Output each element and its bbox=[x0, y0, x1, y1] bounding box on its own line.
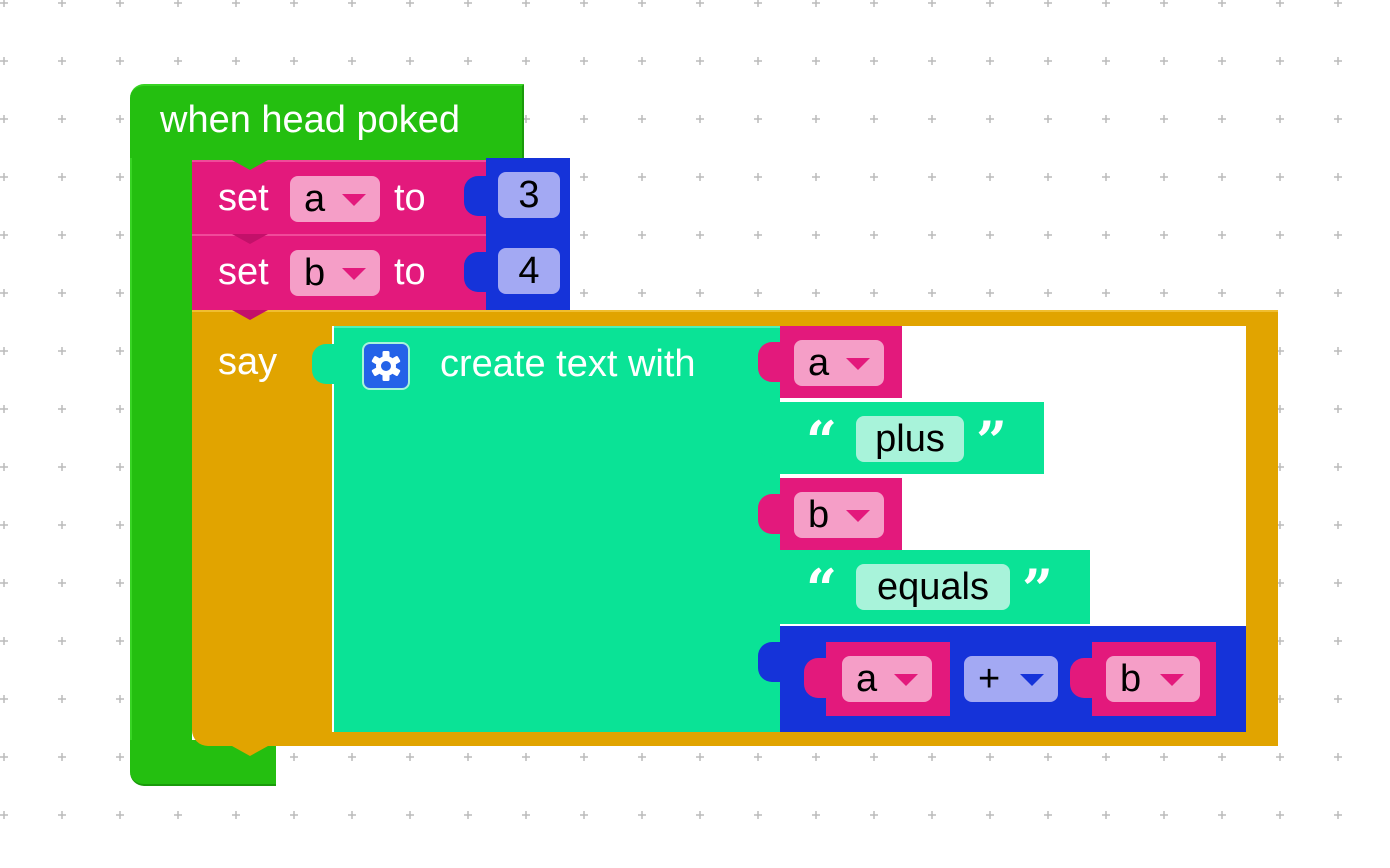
variable-dropdown-a[interactable]: a bbox=[290, 176, 380, 222]
variable-dropdown-b[interactable]: b bbox=[290, 250, 380, 296]
set-variable-block-a[interactable]: set a to bbox=[192, 160, 488, 234]
close-quote-icon: ” bbox=[1022, 557, 1054, 621]
variable-getter-b[interactable]: b bbox=[758, 478, 902, 550]
number-field-4[interactable]: 4 bbox=[498, 248, 560, 294]
input-connector bbox=[758, 342, 780, 382]
input-connector bbox=[804, 658, 826, 698]
set-block-notch bbox=[232, 234, 268, 244]
text-field-equals[interactable]: equals bbox=[856, 564, 1010, 610]
variable-dropdown-b[interactable]: b bbox=[1106, 656, 1200, 702]
input-connector bbox=[464, 252, 486, 292]
create-text-label: create text with bbox=[440, 343, 696, 385]
number-block-4[interactable]: 4 bbox=[464, 234, 570, 310]
number-field-3[interactable]: 3 bbox=[498, 172, 560, 218]
set-label: set bbox=[218, 177, 269, 219]
variable-getter-a[interactable]: a bbox=[758, 326, 902, 398]
to-label: to bbox=[394, 177, 426, 219]
input-connector bbox=[464, 176, 486, 216]
input-connector bbox=[758, 566, 780, 606]
event-block-label: when head poked bbox=[160, 99, 461, 141]
variable-dropdown-a[interactable]: a bbox=[794, 340, 884, 386]
create-text-with-block[interactable]: create text with bbox=[312, 326, 780, 732]
say-block-notch bbox=[232, 310, 268, 320]
to-label: to bbox=[394, 251, 426, 293]
set-label: set bbox=[218, 251, 269, 293]
input-connector bbox=[1070, 658, 1092, 698]
input-connector bbox=[312, 344, 334, 384]
gear-icon bbox=[371, 351, 401, 381]
operator-dropdown[interactable]: + bbox=[964, 656, 1058, 702]
variable-getter-a[interactable]: a bbox=[804, 642, 950, 716]
text-block-plus[interactable]: “ plus ” bbox=[758, 402, 1044, 474]
chevron-down-icon bbox=[1160, 674, 1184, 686]
chevron-down-icon bbox=[894, 674, 918, 686]
chevron-down-icon bbox=[1020, 674, 1044, 686]
open-quote-icon: “ bbox=[806, 557, 838, 621]
variable-getter-b[interactable]: b bbox=[1070, 642, 1216, 716]
text-block-equals[interactable]: “ equals ” bbox=[758, 550, 1090, 624]
say-label: say bbox=[218, 341, 278, 383]
say-block-bottom-notch bbox=[232, 746, 268, 756]
input-connector bbox=[758, 642, 780, 682]
variable-dropdown-a[interactable]: a bbox=[842, 656, 932, 702]
chevron-down-icon bbox=[846, 358, 870, 370]
number-block-3[interactable]: 3 bbox=[464, 158, 570, 236]
set-variable-block-b[interactable]: set b to bbox=[192, 234, 488, 310]
event-block-spine bbox=[130, 158, 192, 758]
close-quote-icon: ” bbox=[976, 409, 1008, 473]
event-block-header[interactable] bbox=[130, 84, 524, 160]
input-connector bbox=[758, 418, 780, 458]
text-field-plus[interactable]: plus bbox=[856, 416, 964, 462]
chevron-down-icon bbox=[846, 510, 870, 522]
variable-dropdown-b[interactable]: b bbox=[794, 492, 884, 538]
mutator-gear-button[interactable] bbox=[362, 342, 410, 390]
chevron-down-icon bbox=[342, 268, 366, 280]
open-quote-icon: “ bbox=[806, 409, 838, 473]
set-block-notch bbox=[232, 160, 268, 170]
input-connector bbox=[758, 494, 780, 534]
chevron-down-icon bbox=[342, 194, 366, 206]
math-arithmetic-block[interactable]: a + b bbox=[758, 626, 1246, 732]
